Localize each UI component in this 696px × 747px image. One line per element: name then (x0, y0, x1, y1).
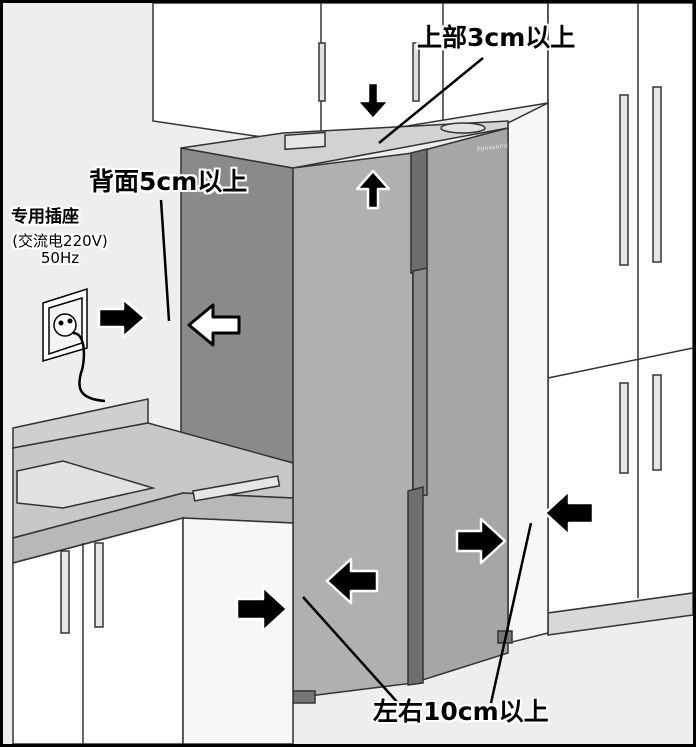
arrow-left-icon (187, 303, 241, 347)
back-clearance-label: 背面5cm以上 (89, 167, 248, 196)
top-clearance-label: 上部3cm以上 (417, 23, 576, 52)
side-clearance-label: 左右10cm以上 (373, 697, 549, 726)
upper-cabinets (152, 3, 549, 144)
power-outlet-icon (42, 287, 106, 403)
arrow-left-icon (325, 557, 379, 605)
arrow-up-icon (355, 169, 391, 210)
tall-cabinet (547, 3, 693, 636)
fridge-top (180, 120, 509, 169)
outlet-title-label: 专用插座 (11, 207, 79, 227)
kitchen-counter (12, 398, 294, 744)
outlet-spec-label: (交流电220V) 50Hz (5, 232, 115, 268)
arrow-right-icon (97, 297, 147, 339)
arrow-right-icon (235, 585, 289, 633)
clearance-arrows (97, 81, 595, 633)
outlet-spec-line1: (交流电220V) (12, 232, 108, 250)
leader-lines (159, 57, 533, 704)
outlet-spec-line2: 50Hz (40, 249, 80, 268)
side-panel (507, 101, 549, 644)
arrow-left-icon (543, 489, 595, 537)
arrow-down-icon (355, 81, 391, 121)
installation-scene (3, 3, 693, 744)
arrow-right-icon (455, 517, 507, 565)
fridge-left-door (292, 152, 414, 699)
